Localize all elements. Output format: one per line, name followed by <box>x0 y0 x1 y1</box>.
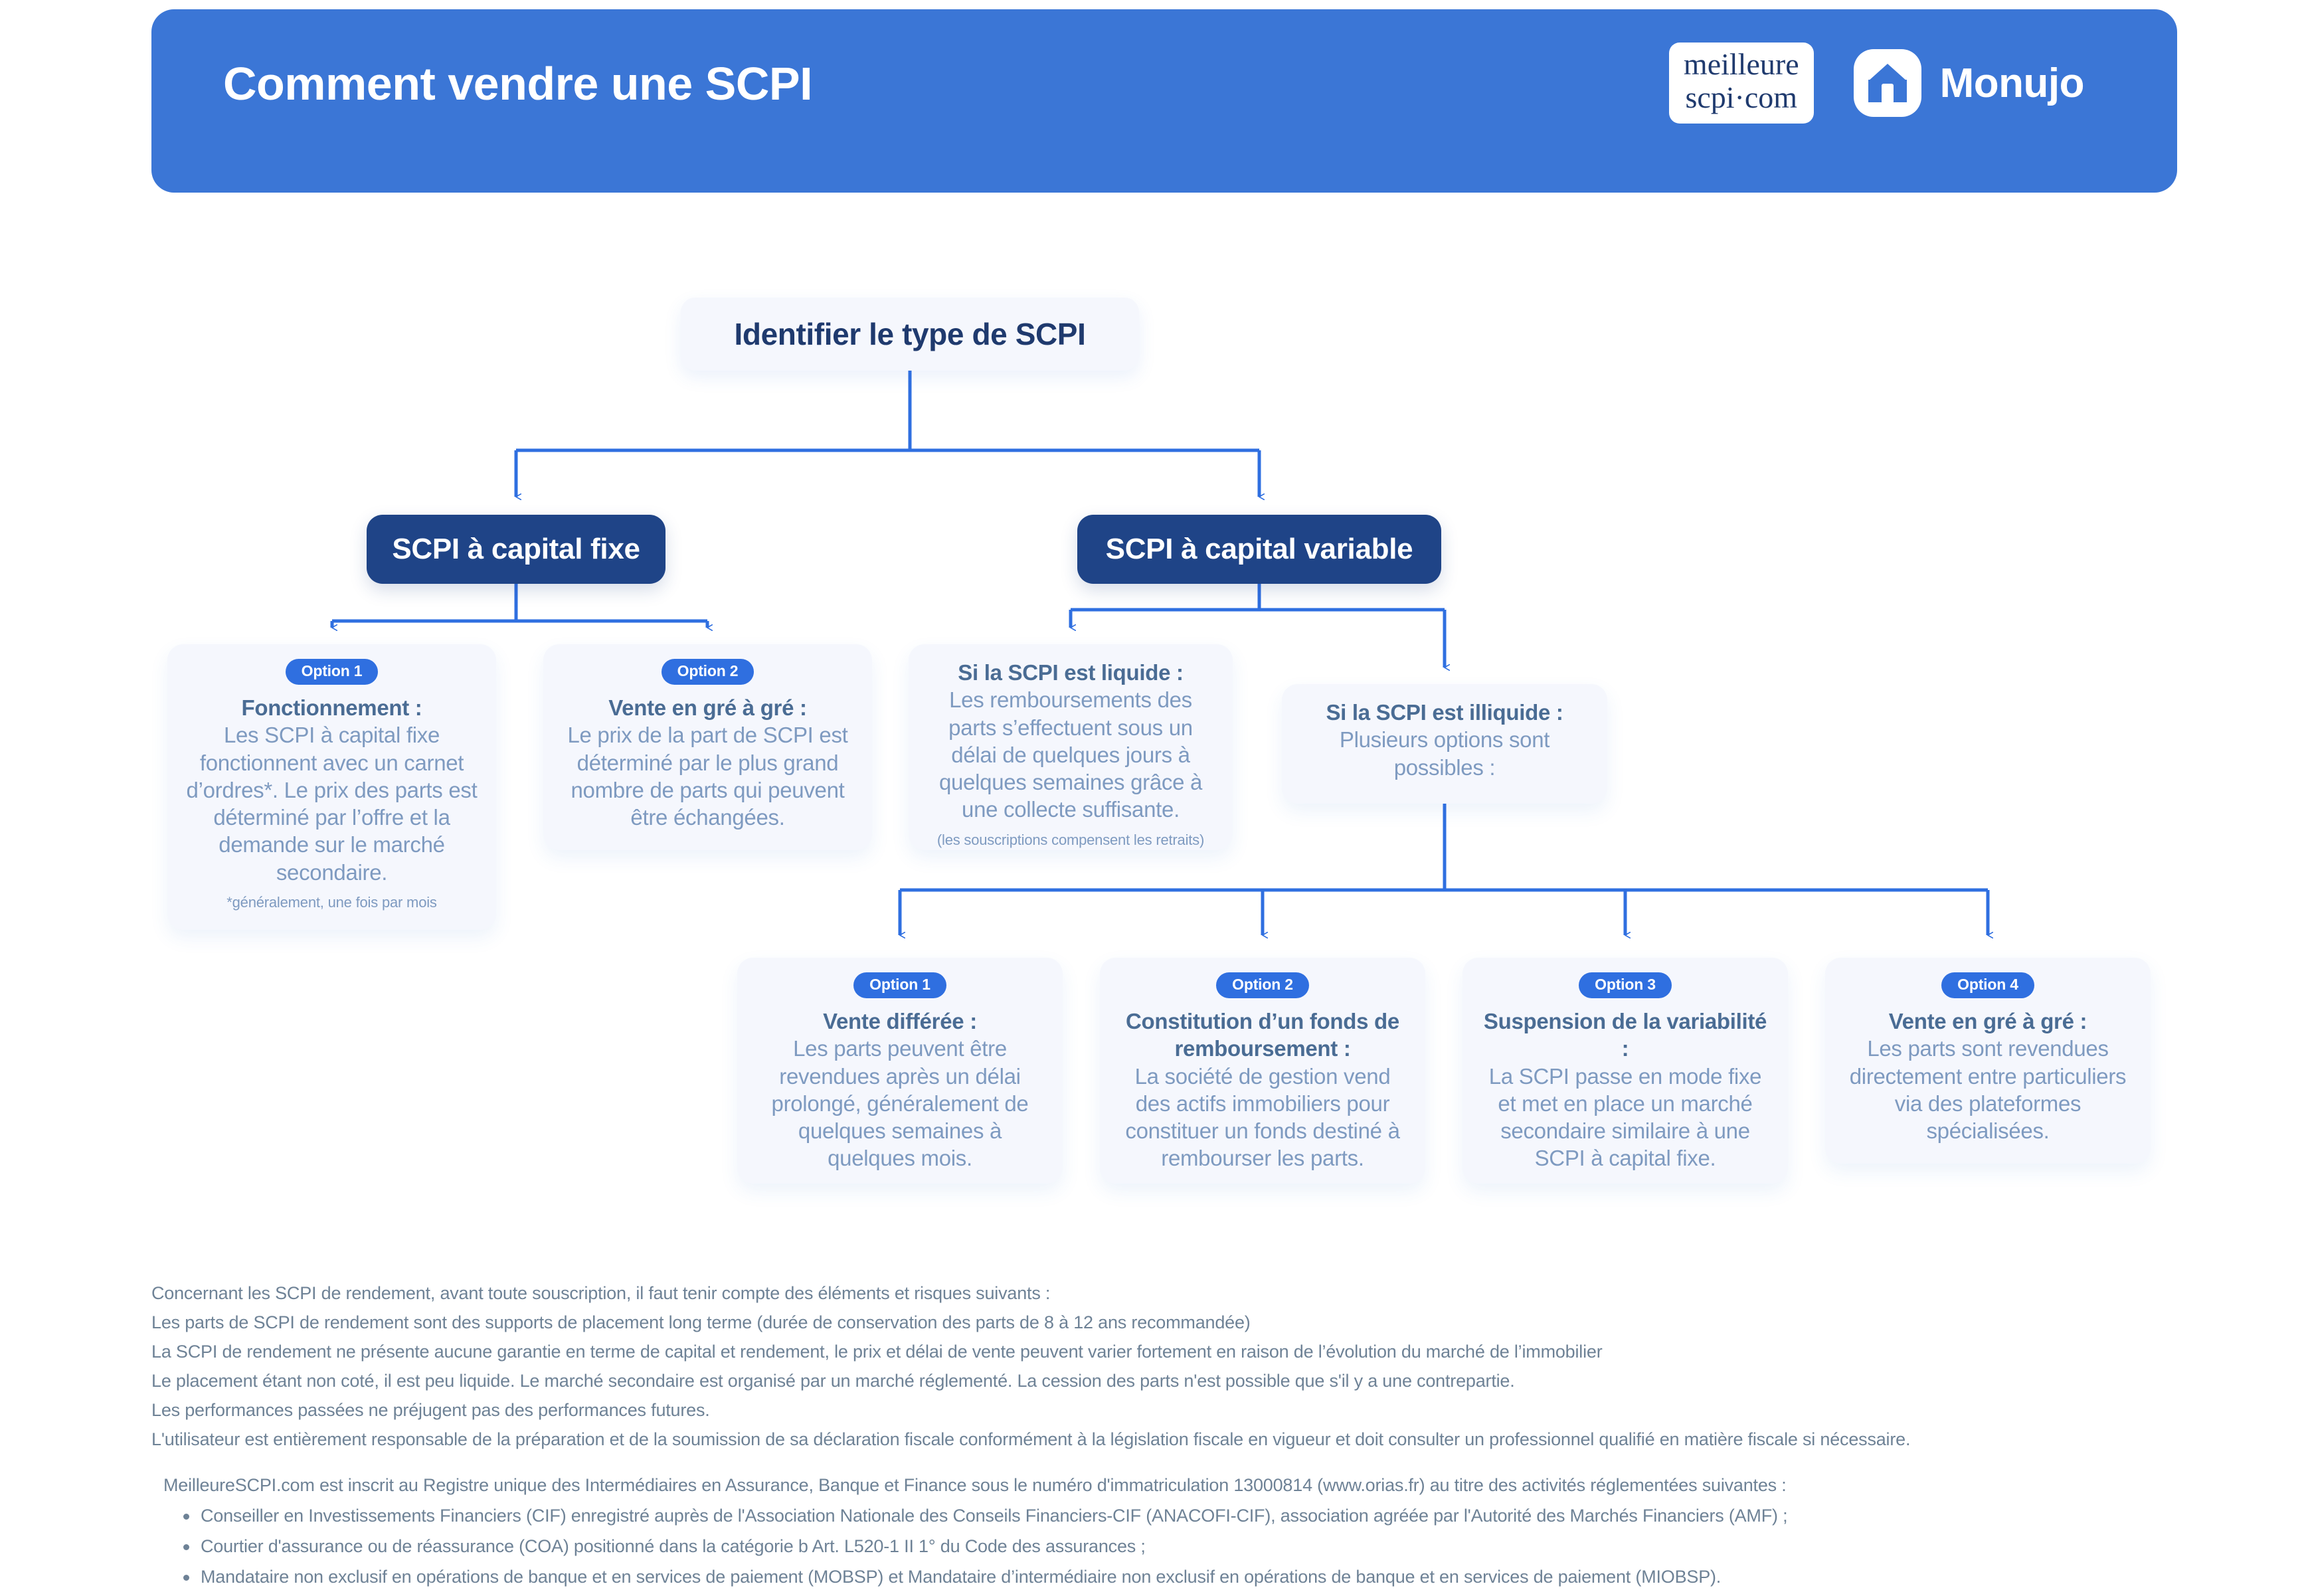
monujo-logo: Monujo <box>1853 49 2085 117</box>
risk-line: La SCPI de rendement ne présente aucune … <box>151 1341 1603 1362</box>
meilleurescpi-logo: meilleure scpi·com <box>1668 43 1814 124</box>
node-scpi-capital-variable-label: SCPI à capital variable <box>1105 533 1413 565</box>
flowchart: Identifier le type de SCPI SCPI à capita… <box>167 298 2151 1184</box>
risk-disclaimer-block: Concernant les SCPI de rendement, avant … <box>151 1282 2197 1451</box>
node-scpi-capital-fixe-label: SCPI à capital fixe <box>392 533 640 565</box>
card-heading: Si la SCPI est illiquide : <box>1326 700 1563 725</box>
house-door-shape <box>1881 84 1894 104</box>
card-scpi-illiquide[interactable]: Si la SCPI est illiquide : Plusieurs opt… <box>1282 684 1607 804</box>
legal-footer: Concernant les SCPI de rendement, avant … <box>151 1282 2197 1596</box>
card-body: La société de gestion vend des actifs im… <box>1125 1063 1400 1171</box>
house-roof-shape <box>1868 64 1907 81</box>
card-fixe-option-2[interactable]: Option 2 Vente en gré à gré : Le prix de… <box>543 644 872 850</box>
logo-group: meilleure scpi·com Monujo <box>1668 43 2085 124</box>
option-badge: Option 1 <box>285 659 379 685</box>
option-badge: Option 2 <box>661 659 754 685</box>
registration-intro: MeilleureSCPI.com est inscrit au Registr… <box>163 1475 1787 1496</box>
card-illiquide-option-4[interactable]: Option 4 Vente en gré à gré : Les parts … <box>1825 958 2151 1164</box>
node-scpi-capital-variable[interactable]: SCPI à capital variable <box>1077 515 1441 584</box>
option-badge: Option 4 <box>1941 972 2034 998</box>
risk-line: Les performances passées ne préjugent pa… <box>151 1399 710 1420</box>
card-fixe-option-1[interactable]: Option 1 Fonctionnement : Les SCPI à cap… <box>167 644 496 930</box>
risk-line: Les parts de SCPI de rendement sont des … <box>151 1312 1251 1332</box>
list-item: Mandataire non exclusif en opérations de… <box>183 1565 2197 1589</box>
house-icon <box>1853 49 1921 117</box>
risk-line: Concernant les SCPI de rendement, avant … <box>151 1283 1051 1303</box>
risk-line: L'utilisateur est entièrement responsabl… <box>151 1429 1911 1449</box>
node-scpi-capital-fixe[interactable]: SCPI à capital fixe <box>367 515 665 584</box>
card-heading: Si la SCPI est liquide : <box>958 660 1184 685</box>
card-heading: Fonctionnement : <box>241 695 422 720</box>
card-illiquide-option-2[interactable]: Option 2 Constitution d’un fonds de remb… <box>1100 958 1425 1184</box>
card-body: Les remboursements des parts s’effectuen… <box>938 687 1203 822</box>
meilleurescpi-logo-line2: scpi·com <box>1685 80 1798 114</box>
card-illiquide-option-3[interactable]: Option 3 Suspension de la variabilité : … <box>1462 958 1788 1184</box>
option-badge: Option 2 <box>1216 972 1309 998</box>
registration-block: MeilleureSCPI.com est inscrit au Registr… <box>151 1474 2197 1589</box>
page-header: Comment vendre une SCPI meilleure scpi·c… <box>151 9 2177 193</box>
card-body: Les SCPI à capital fixe fonctionnent ave… <box>186 723 478 885</box>
node-identify-scpi-type-label: Identifier le type de SCPI <box>734 317 1086 351</box>
card-heading: Constitution d’un fonds de remboursement… <box>1126 1009 1399 1061</box>
card-footnote: *généralement, une fois par mois <box>226 893 437 911</box>
card-heading: Vente en gré à gré : <box>1888 1009 2087 1033</box>
card-illiquide-option-1[interactable]: Option 1 Vente différée : Les parts peuv… <box>737 958 1063 1184</box>
card-body: Le prix de la part de SCPI est déterminé… <box>567 723 848 830</box>
monujo-wordmark: Monujo <box>1939 60 2085 106</box>
card-footnote: (les souscriptions compensent les retrai… <box>936 831 1205 848</box>
card-body: Les parts peuvent être revendues après u… <box>771 1036 1029 1171</box>
meilleurescpi-logo-line1: meilleure <box>1683 47 1799 81</box>
list-item: Courtier d'assurance ou de réassurance (… <box>183 1535 2197 1559</box>
card-scpi-liquide[interactable]: Si la SCPI est liquide : Les rembourseme… <box>909 644 1233 850</box>
card-heading: Vente différée : <box>823 1009 977 1033</box>
card-heading: Suspension de la variabilité : <box>1483 1009 1767 1061</box>
node-identify-scpi-type[interactable]: Identifier le type de SCPI <box>681 298 1139 371</box>
card-heading: Vente en gré à gré : <box>608 695 807 720</box>
card-body: Plusieurs options sont possibles : <box>1339 727 1550 780</box>
option-badge: Option 1 <box>853 972 946 998</box>
page-title: Comment vendre une SCPI <box>223 58 813 110</box>
option-badge: Option 3 <box>1579 972 1672 998</box>
card-body: La SCPI passe en mode fixe et met en pla… <box>1488 1063 1762 1171</box>
registration-list: Conseiller en Investissements Financiers… <box>163 1504 2197 1589</box>
risk-line: Le placement étant non coté, il est peu … <box>151 1370 1515 1391</box>
card-body: Les parts sont revendues directement ent… <box>1849 1036 2127 1143</box>
list-item: Conseiller en Investissements Financiers… <box>183 1504 2197 1528</box>
